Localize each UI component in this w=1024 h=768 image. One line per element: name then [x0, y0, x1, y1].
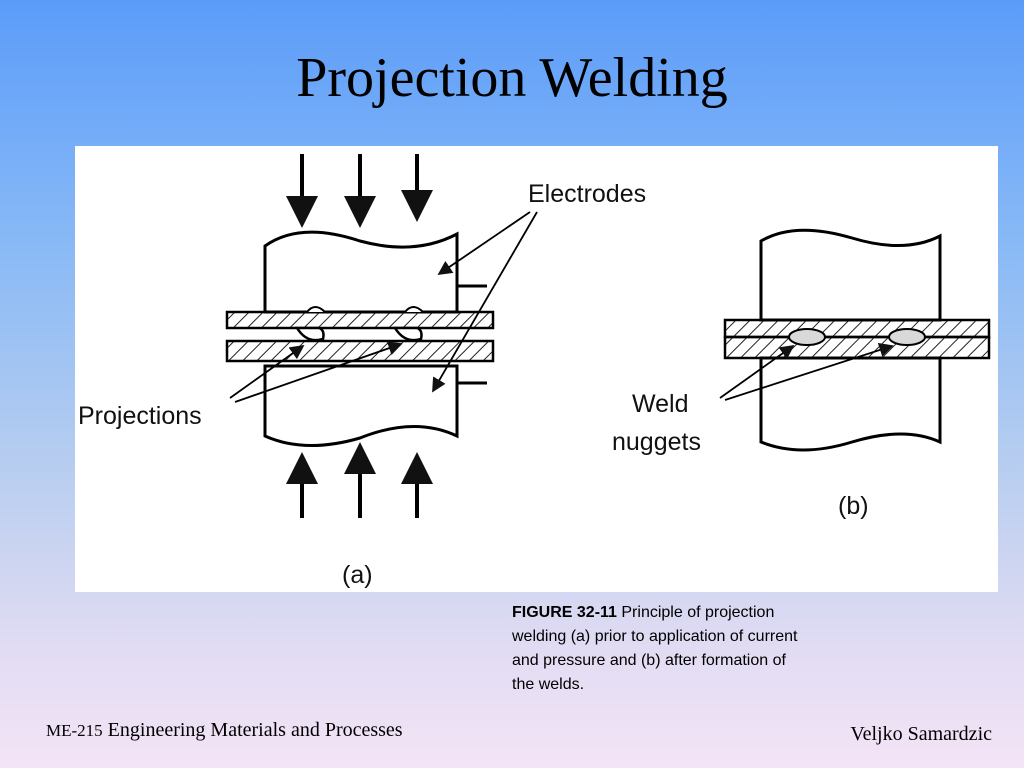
top-sheet-b: [723, 318, 991, 339]
bottom-sheet-b: [723, 335, 991, 360]
electrodes-label: Electrodes: [528, 180, 646, 208]
top-force-arrows: [286, 154, 433, 228]
projection-bump: [294, 326, 325, 342]
course-code: ME-215: [46, 721, 103, 740]
caption-text: Principle of projection welding (a) prio…: [512, 604, 798, 693]
diagram-a: Electrodes Projections (a): [78, 154, 646, 589]
projections-label: Projections: [78, 402, 202, 430]
weld-label: Weld: [632, 390, 689, 418]
weld-nugget: [888, 328, 926, 346]
part-a-label: (a): [342, 561, 373, 589]
figure-number: FIGURE 32-11: [512, 604, 617, 621]
bottom-force-arrows: [286, 442, 433, 518]
nuggets-label: nuggets: [612, 428, 701, 456]
diagram-b: Weld nuggets (b): [612, 228, 991, 520]
upper-electrode: [263, 230, 459, 314]
footer-author: Veljko Samardzic: [850, 723, 992, 745]
slide-title: Projection Welding: [296, 47, 728, 109]
projection-welding-diagram: Electrodes Projections (a) Weld nuggets: [78, 154, 991, 589]
course-name: Engineering Materials and Processes: [102, 719, 403, 741]
projection-bump: [392, 326, 423, 342]
part-b-label: (b): [838, 492, 869, 520]
top-sheet: [225, 310, 495, 330]
figure-caption: FIGURE 32-11 Principle of projection wel…: [512, 601, 802, 697]
upper-electrode-b: [759, 228, 942, 322]
figure-panel: Electrodes Projections (a) Weld nuggets: [75, 146, 998, 592]
footer-course: ME-215 Engineering Materials and Process…: [46, 719, 403, 742]
lower-electrode-b: [759, 356, 942, 452]
weld-nugget: [788, 328, 826, 346]
lower-electrode: [263, 364, 459, 447]
